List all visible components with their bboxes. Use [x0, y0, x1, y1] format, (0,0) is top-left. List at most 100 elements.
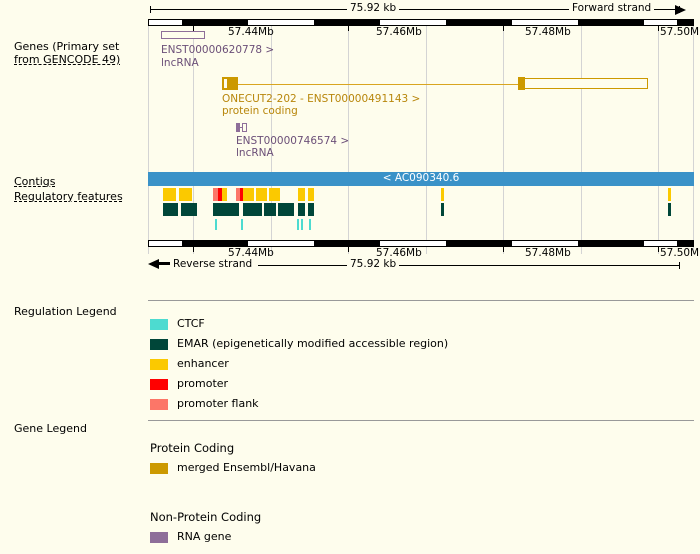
transcript-label-lnc-746574-biotype: lncRNA: [236, 147, 274, 159]
regulatory-feature-ctcf[interactable]: [215, 219, 217, 230]
ruler-tick-label-2: 57.48Mb: [525, 26, 571, 38]
gene-legend-title: Gene Legend: [14, 422, 87, 435]
gene-legend-label: merged Ensembl/Havana: [177, 461, 316, 474]
track-label-genes: Genes (Primary set from GENCODE 49): [14, 40, 144, 66]
ruler-segment: [677, 241, 693, 246]
regulatory-feature-emar[interactable]: [668, 203, 671, 216]
ruler-tick-label-b1: 57.46Mb: [376, 247, 422, 259]
scalebar-line-bottom: [258, 265, 680, 266]
regulatory-feature-emar[interactable]: [264, 203, 276, 216]
transcript-label-lnc-620778-id[interactable]: ENST00000620778 >: [161, 44, 275, 56]
regulatory-feature-emar[interactable]: [213, 203, 239, 216]
ruler-tick: [348, 247, 349, 252]
regulatory-feature-emar[interactable]: [163, 203, 178, 216]
track-label-contigs[interactable]: Contigs: [14, 175, 56, 188]
exon-onecut2-3-utr[interactable]: [524, 78, 648, 89]
regulatory-feature-enhancer[interactable]: [179, 188, 192, 201]
regulatory-feature-enhancer[interactable]: [222, 188, 227, 201]
ruler-tick: [193, 26, 194, 31]
scalebar-endcap-bottom-right: [679, 262, 680, 269]
contig-bar-ac090340[interactable]: < AC090340.6: [148, 172, 694, 186]
intron-line-onecut2: [235, 84, 523, 85]
gridline: [426, 22, 427, 254]
regulatory-feature-enhancer[interactable]: [298, 188, 305, 201]
transcript-label-lnc-746574-id[interactable]: ENST00000746574 >: [236, 135, 350, 147]
gene-legend-swatch: [150, 463, 168, 474]
transcript-label-onecut2-biotype: protein coding: [222, 105, 298, 117]
genome-browser-panel: 75.92 kb Forward strand 57.44Mb 57.46Mb …: [148, 0, 699, 282]
gridline: [148, 22, 149, 254]
gene-legend-label: RNA gene: [177, 530, 232, 543]
ruler-tick: [193, 247, 194, 252]
genes-label-line2[interactable]: from GENCODE 49): [14, 53, 121, 66]
regulatory-feature-ctcf[interactable]: [301, 219, 303, 230]
regulation-legend-swatch: [150, 359, 168, 370]
regulatory-feature-emar[interactable]: [278, 203, 294, 216]
ruler-tick-label-1: 57.46Mb: [376, 26, 422, 38]
gridline: [348, 22, 349, 254]
reverse-strand-arrow-tail: [158, 262, 170, 265]
gridline: [693, 22, 694, 254]
gridline: [581, 22, 582, 254]
regulatory-feature-ctcf[interactable]: [241, 219, 243, 230]
gene-legend-swatch: [150, 532, 168, 543]
regulatory-feature-enhancer[interactable]: [243, 188, 254, 201]
regulatory-feature-ctcf[interactable]: [309, 219, 311, 230]
regulatory-feature-emar[interactable]: [441, 203, 444, 216]
ruler-tick: [503, 247, 504, 252]
regulatory-feature-enhancer[interactable]: [269, 188, 280, 201]
scale-length-top: 75.92 kb: [347, 2, 400, 14]
ruler-tick-label-b3: 57.50M: [660, 247, 700, 259]
ruler-tick-label-0: 57.44Mb: [228, 26, 274, 38]
ruler-segment: [578, 20, 644, 25]
gene-legend-rule: [148, 420, 694, 421]
regulatory-feature-promoter-flank[interactable]: [213, 188, 218, 201]
gene-legend-heading: Protein Coding: [150, 441, 235, 455]
ruler-top[interactable]: [148, 19, 694, 26]
exon-onecut2-1-utr-notch: [224, 79, 227, 88]
regulatory-feature-ctcf[interactable]: [297, 219, 299, 230]
regulatory-feature-emar[interactable]: [181, 203, 197, 216]
regulation-legend-swatch: [150, 379, 168, 390]
ruler-tick-label-b2: 57.48Mb: [525, 247, 571, 259]
ruler-tick: [658, 247, 659, 252]
regulation-legend-label: CTCF: [177, 317, 205, 330]
ruler-bottom[interactable]: [148, 240, 694, 247]
track-label-regulatory-features[interactable]: Regulatory features: [14, 190, 123, 203]
transcript-glyph-lnc-620778[interactable]: [161, 31, 205, 39]
regulation-legend-rule: [148, 300, 694, 301]
exon-onecut2-2[interactable]: [518, 77, 525, 90]
exon-lnc-746574-1[interactable]: [236, 123, 240, 132]
gridline: [658, 22, 659, 254]
reverse-strand-arrow-icon: [148, 259, 159, 269]
ruler-tick: [503, 26, 504, 31]
ruler-segment: [446, 20, 512, 25]
regulatory-feature-enhancer[interactable]: [308, 188, 314, 201]
scale-length-bottom: 75.92 kb: [347, 258, 400, 270]
regulatory-feature-promoter-flank[interactable]: [236, 188, 240, 201]
regulatory-feature-emar[interactable]: [298, 203, 305, 216]
gridline: [271, 22, 272, 254]
forward-strand-arrow-icon: [675, 5, 686, 15]
gene-legend-heading: Non-Protein Coding: [150, 510, 262, 524]
ruler-segment: [314, 20, 380, 25]
regulatory-feature-enhancer[interactable]: [163, 188, 176, 201]
gridline: [503, 22, 504, 254]
exon-lnc-746574-2[interactable]: [242, 123, 247, 132]
forward-strand-label: Forward strand: [569, 2, 655, 14]
regulation-legend-label: enhancer: [177, 357, 229, 370]
ruler-tick-label-b0: 57.44Mb: [228, 247, 274, 259]
regulatory-feature-promoter[interactable]: [240, 188, 243, 201]
regulatory-feature-promoter[interactable]: [218, 188, 222, 201]
regulatory-feature-enhancer[interactable]: [441, 188, 444, 201]
reverse-strand-label: Reverse strand: [170, 258, 256, 270]
regulatory-feature-emar[interactable]: [243, 203, 262, 216]
genes-label-line1: Genes (Primary set: [14, 40, 120, 53]
regulatory-feature-enhancer[interactable]: [256, 188, 267, 201]
transcript-label-onecut2-id[interactable]: ONECUT2-202 - ENST00000491143 >: [222, 93, 421, 105]
regulatory-feature-emar[interactable]: [308, 203, 314, 216]
regulatory-features-layer: [148, 0, 694, 250]
regulation-legend-title: Regulation Legend: [14, 305, 117, 318]
ruler-segment: [446, 241, 512, 246]
regulatory-feature-enhancer[interactable]: [668, 188, 671, 201]
